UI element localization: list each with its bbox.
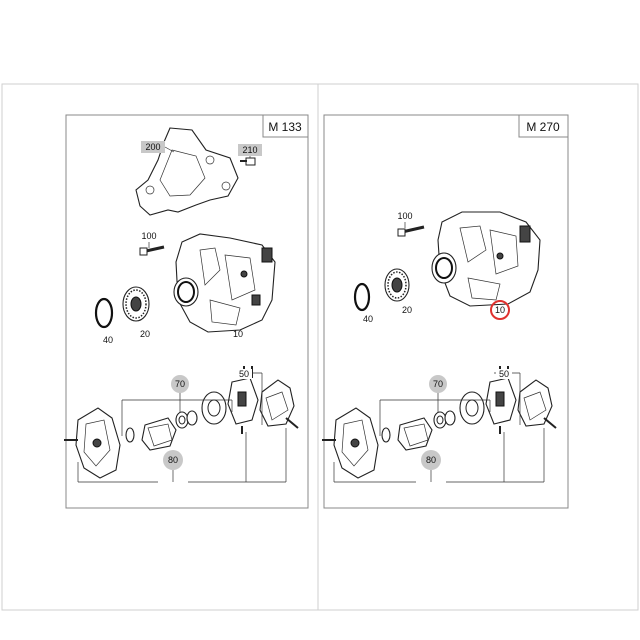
alternator-10-right-part xyxy=(431,211,541,307)
panel-right-title-box xyxy=(518,114,569,138)
bolt-100-part xyxy=(139,242,165,256)
callout-80: 80 xyxy=(168,455,178,465)
outer-frame xyxy=(1,83,639,611)
callout-50-box xyxy=(236,369,252,379)
callout-80-right-box xyxy=(421,450,441,470)
callout-10-right: 10 xyxy=(495,305,505,315)
panel-left-frame xyxy=(65,114,309,509)
panel-right-frame xyxy=(323,114,569,509)
callout-70-right: 70 xyxy=(433,379,443,389)
callout-10: 10 xyxy=(233,329,243,339)
panel-left-title: M 133 xyxy=(268,120,302,134)
alternator-10-part xyxy=(173,233,276,333)
callout-40-right: 40 xyxy=(363,314,373,324)
pulley-20-right-part xyxy=(384,268,410,302)
callout-210-box xyxy=(238,144,262,156)
callout-80-right: 80 xyxy=(426,455,436,465)
exploded-view-right xyxy=(322,366,557,479)
callout-210: 210 xyxy=(242,145,257,155)
o-ring-40-right-part xyxy=(353,282,371,312)
callout-100: 100 xyxy=(141,231,156,241)
callout-50-right-box xyxy=(496,369,512,379)
callout-40: 40 xyxy=(103,335,113,345)
callout-70: 70 xyxy=(175,379,185,389)
callout-50-right: 50 xyxy=(499,369,509,379)
panel-left: M 133 200 210 100 40 xyxy=(64,114,309,509)
panel-right-title: M 270 xyxy=(526,120,560,134)
callout-20: 20 xyxy=(140,329,150,339)
callout-100-right: 100 xyxy=(397,211,412,221)
screw-210-part xyxy=(240,156,256,166)
o-ring-40-part xyxy=(94,297,114,329)
callout-70-box xyxy=(171,375,189,393)
callout-200-box xyxy=(141,141,165,153)
pulley-20-part xyxy=(122,286,150,322)
panel-left-title-box xyxy=(262,114,309,138)
callout-200: 200 xyxy=(145,142,160,152)
bolt-100-right-part xyxy=(397,222,425,237)
highlight-ring xyxy=(490,300,510,320)
panel-right: M 270 100 40 20 10 xyxy=(322,114,569,509)
callout-80-box xyxy=(163,450,183,470)
callout-70-right-box xyxy=(429,375,447,393)
callout-20-right: 20 xyxy=(402,305,412,315)
callout-50: 50 xyxy=(239,369,249,379)
